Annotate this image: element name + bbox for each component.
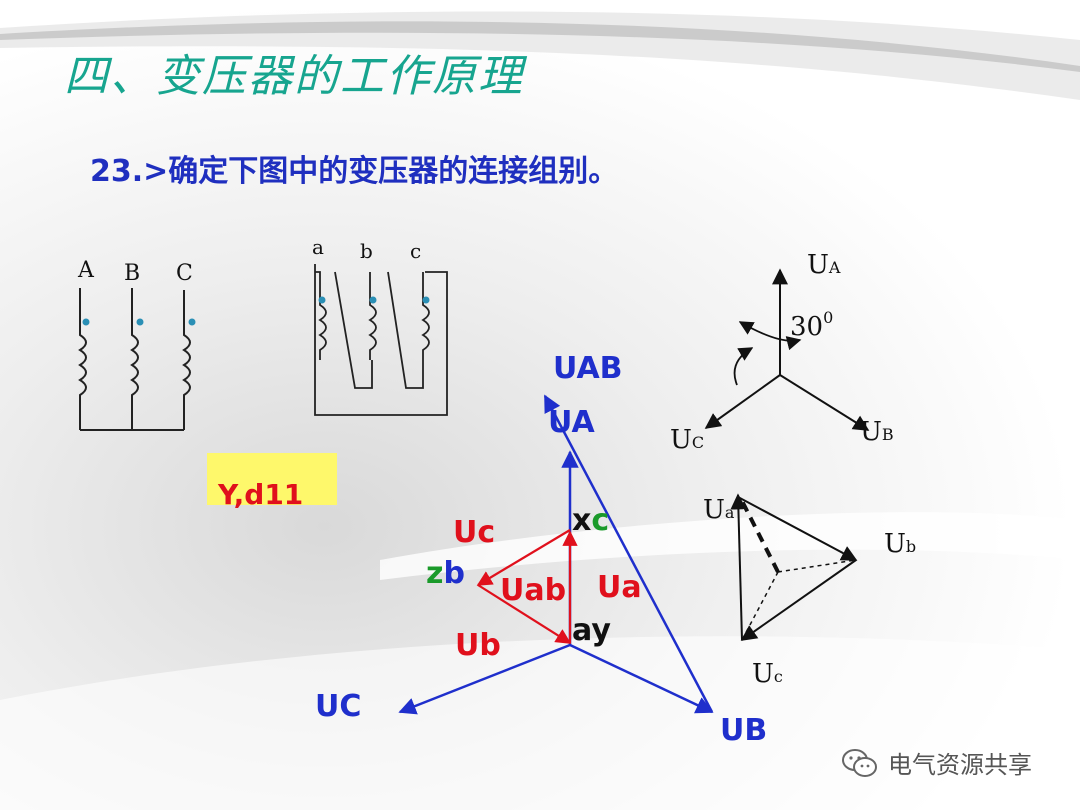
svg-text:Uc: Uc bbox=[752, 659, 783, 689]
star-angle-degree: 0 bbox=[823, 308, 833, 327]
svg-text:Ub: Ub bbox=[884, 529, 916, 559]
svg-text:UA: UA bbox=[807, 250, 841, 280]
star-angle-value: 30 bbox=[790, 312, 823, 342]
secondary-label-b: b bbox=[360, 239, 373, 263]
wechat-icon bbox=[842, 748, 877, 777]
tri-label-ua-u: U bbox=[703, 495, 725, 525]
primary-label-b: B bbox=[124, 261, 140, 286]
answer-highlight bbox=[207, 453, 337, 505]
svg-text:zb: zb bbox=[426, 556, 465, 591]
svg-text:300: 300 bbox=[790, 308, 833, 342]
label-uab-line: UAB bbox=[553, 351, 623, 386]
secondary-label-a: a bbox=[312, 235, 324, 259]
label-z: z bbox=[426, 556, 443, 591]
question-text: 23.>确定下图中的变压器的连接组别。 bbox=[90, 154, 619, 189]
star-label-uc-sub: C bbox=[692, 433, 704, 452]
star-label-ua-u: U bbox=[807, 250, 829, 280]
label-c-green: c bbox=[591, 503, 609, 538]
tri-label-uc-sub: c bbox=[774, 667, 783, 686]
svg-text:UC: UC bbox=[670, 425, 704, 455]
star-label-ua-sub: A bbox=[828, 258, 841, 277]
watermark-text: 电气资源共享 bbox=[888, 751, 1032, 779]
primary-label-c: C bbox=[176, 261, 193, 286]
watermark: 电气资源共享 bbox=[840, 745, 1032, 780]
label-uc-red: Uc bbox=[453, 515, 495, 550]
star-label-ub-u: U bbox=[860, 417, 882, 447]
tri-label-uc-u: U bbox=[752, 659, 774, 689]
tri-label-ub-sub: b bbox=[906, 537, 916, 556]
primary-label-a: A bbox=[77, 258, 95, 283]
svg-text:xc: xc bbox=[572, 503, 609, 538]
label-b-blue: b bbox=[443, 556, 464, 591]
star-label-uc-u: U bbox=[670, 425, 692, 455]
label-ub-phase: UB bbox=[720, 713, 767, 748]
secondary-winding: a b c bbox=[312, 235, 448, 416]
svg-text:Ua: Ua bbox=[703, 495, 735, 525]
triangle-diagram: Ua Ub Uc bbox=[703, 493, 916, 689]
label-ay: ay bbox=[572, 613, 611, 648]
label-ua-phase: UA bbox=[548, 405, 595, 440]
phasor-diagram: UAB UA UB UC xc zb ay Uc Uab Ua Ub bbox=[315, 351, 767, 748]
tri-label-ub-u: U bbox=[884, 529, 906, 559]
label-uab-red: Uab bbox=[500, 573, 566, 608]
label-ua-red: Ua bbox=[597, 570, 642, 605]
tri-label-ua-sub: a bbox=[725, 503, 735, 522]
svg-text:UB: UB bbox=[860, 417, 894, 447]
answer-text: Y,d11 bbox=[218, 478, 304, 511]
star-diagram: UA UB UC 300 bbox=[670, 250, 894, 455]
primary-winding: A B C bbox=[77, 258, 196, 431]
label-uc-phase: UC bbox=[315, 689, 361, 724]
secondary-label-c: c bbox=[410, 239, 421, 263]
slide-title: 四、变压器的工作原理 bbox=[64, 51, 524, 102]
label-x: x bbox=[572, 503, 591, 538]
label-ub-red: Ub bbox=[455, 628, 501, 663]
star-label-ub-sub: B bbox=[882, 425, 894, 444]
